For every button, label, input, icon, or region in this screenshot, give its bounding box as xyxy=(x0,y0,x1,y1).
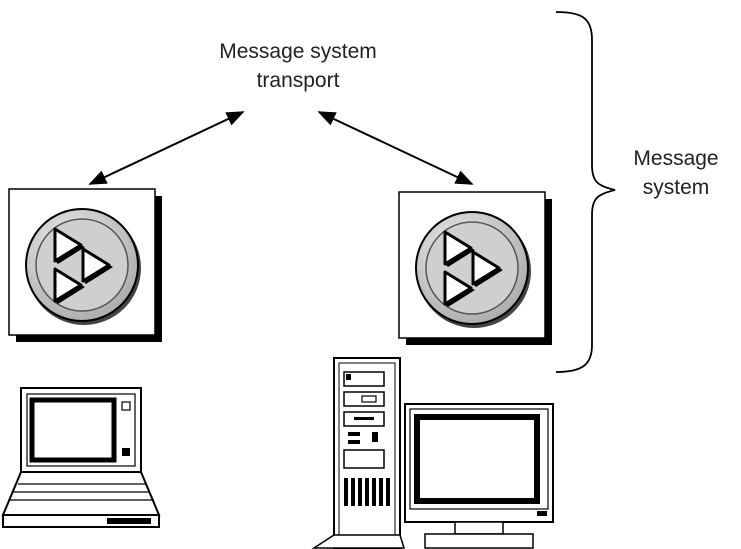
message-system-label-line2: system xyxy=(642,176,710,199)
tower-server-icon xyxy=(311,357,406,549)
transport-label-line2: transport xyxy=(256,69,340,92)
right-message-node xyxy=(397,190,554,347)
transport-label-line1: Message system xyxy=(219,40,377,63)
left-transport-arrow xyxy=(88,111,245,185)
message-system-brace xyxy=(555,11,616,373)
message-system-label-line1: Message xyxy=(633,147,719,170)
left-message-node xyxy=(7,187,164,344)
monitor-icon xyxy=(404,403,554,549)
laptop-icon xyxy=(1,387,161,528)
message-node-icon xyxy=(7,187,164,344)
message-node-icon xyxy=(397,190,554,347)
right-transport-arrow xyxy=(317,111,474,185)
transport-label: Message system transport xyxy=(180,37,416,95)
message-system-label: Message system xyxy=(616,144,736,202)
